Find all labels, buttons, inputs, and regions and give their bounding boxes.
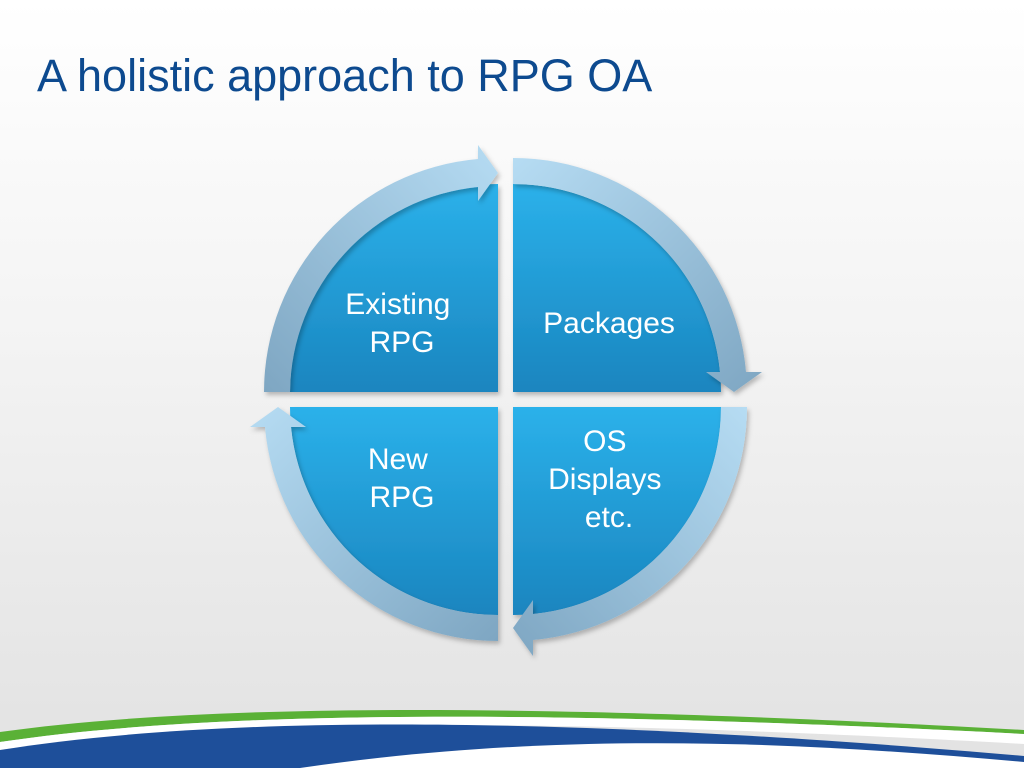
swoosh-white-band bbox=[0, 716, 1024, 750]
slide-title: A holistic approach to RPG OA bbox=[37, 50, 653, 101]
quadrant-label-new-rpg: New RPG bbox=[368, 443, 436, 514]
label-line: Existing bbox=[345, 288, 450, 321]
label-line: RPG bbox=[369, 481, 434, 514]
label-line: OS bbox=[583, 425, 626, 458]
cycle-arrow-bottom-right bbox=[513, 407, 747, 656]
label-line: RPG bbox=[369, 326, 434, 359]
swoosh-green-band bbox=[0, 709, 1024, 742]
quadrant-label-existing-rpg: Existing RPG bbox=[345, 288, 458, 359]
cycle-arrow-top-left bbox=[264, 145, 498, 392]
label-line: New bbox=[368, 443, 428, 476]
quadrant-existing-rpg bbox=[290, 184, 498, 392]
bottom-swoosh-decoration bbox=[0, 709, 1024, 768]
label-line: Packages bbox=[543, 307, 675, 340]
cycle-diagram: Existing RPG Packages OS Displays etc. N… bbox=[250, 145, 762, 656]
label-line: Displays bbox=[548, 463, 661, 496]
quadrant-label-os-displays: OS Displays etc. bbox=[548, 425, 670, 534]
quadrant-packages bbox=[513, 184, 721, 392]
label-line: etc. bbox=[585, 501, 633, 534]
quadrant-label-packages: Packages bbox=[543, 307, 675, 340]
quadrant-new-rpg bbox=[290, 407, 498, 615]
swoosh-white-wedge bbox=[300, 743, 1024, 768]
quadrant-os-displays bbox=[513, 407, 721, 615]
cycle-arrow-top-right bbox=[513, 158, 762, 392]
cycle-arrow-bottom-left bbox=[250, 407, 498, 641]
